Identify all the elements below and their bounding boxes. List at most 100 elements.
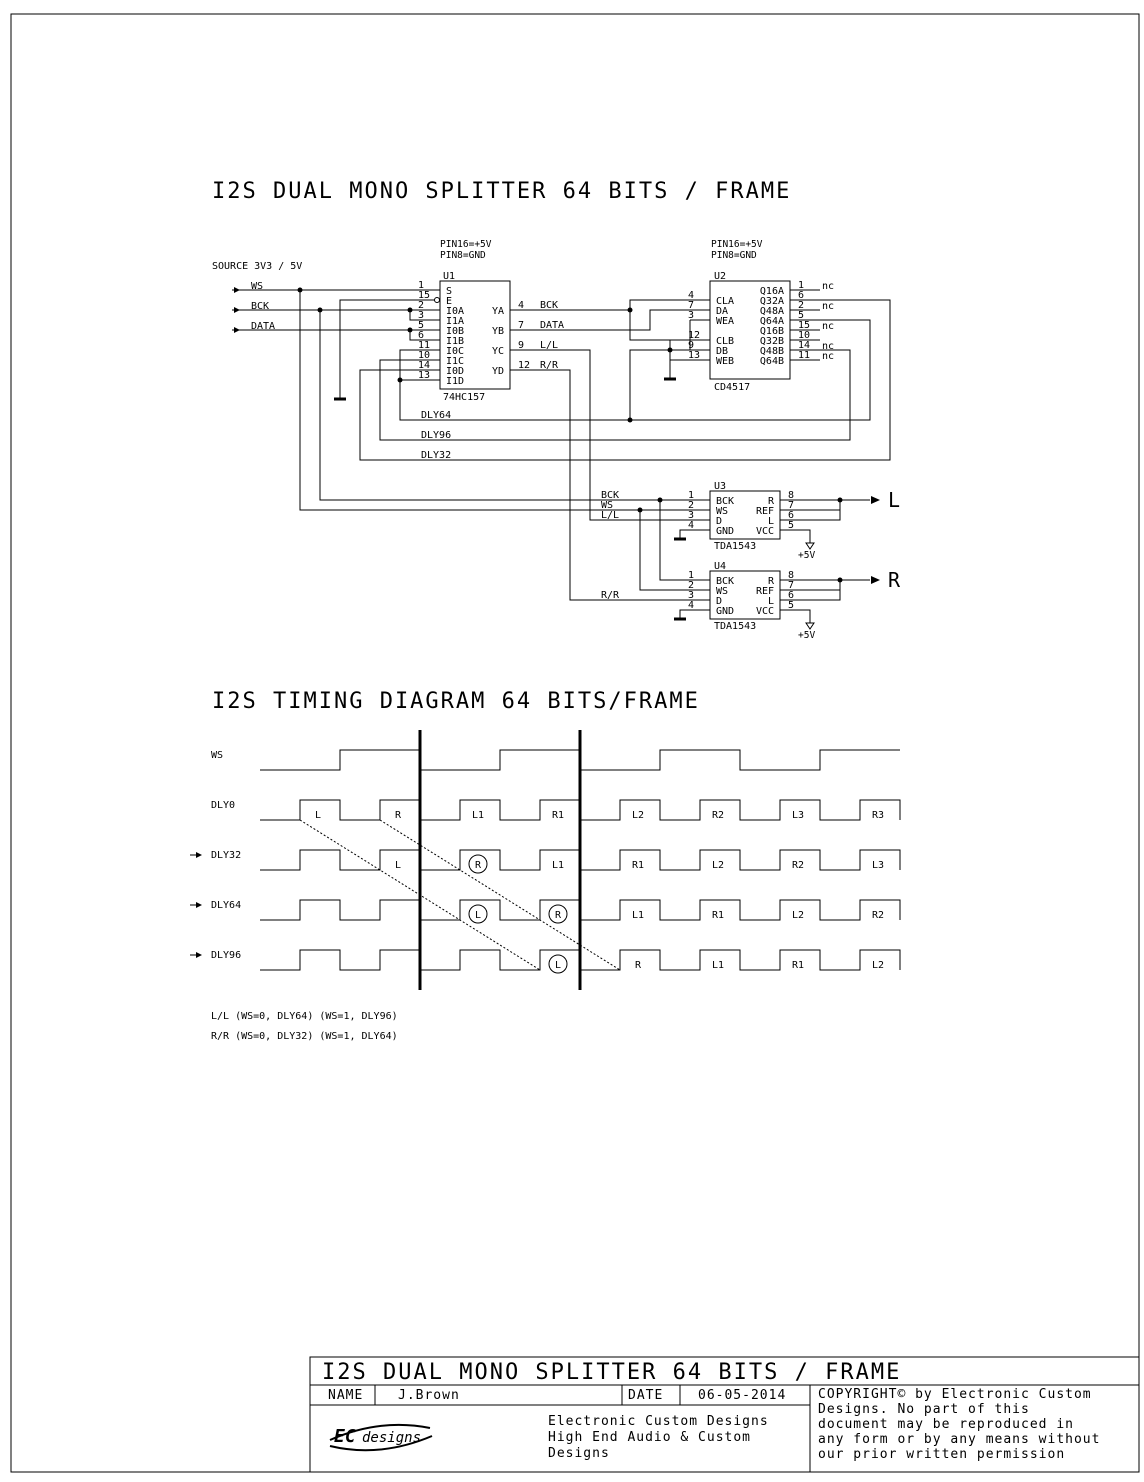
svg-text:U1: U1 <box>443 271 455 282</box>
pin-name: Q16A <box>760 286 784 297</box>
svg-text:PIN16=+5V: PIN16=+5V <box>440 239 492 250</box>
title-block-title: I2S DUAL MONO SPLITTER 64 BITS / FRAME <box>322 1360 901 1385</box>
pin-number: 3 <box>688 590 694 601</box>
schematic-title: I2S DUAL MONO SPLITTER 64 BITS / FRAME <box>212 179 791 204</box>
slot-label: L2 <box>712 860 724 871</box>
pin-number: 10 <box>418 350 430 361</box>
circled-marker <box>548 954 568 974</box>
slot-label: L1 <box>552 860 564 871</box>
pin-name: Q48A <box>760 306 784 317</box>
pin-number: 7 <box>788 500 794 511</box>
pin-name: R <box>768 576 775 587</box>
pin-name: VCC <box>756 526 774 537</box>
pin-number: 2 <box>688 580 694 591</box>
copyright-line-2: Designs. No part of this <box>818 1402 1030 1417</box>
propagation-line-r <box>379 819 621 971</box>
pin-name: S <box>446 286 452 297</box>
output-label-l: L <box>888 488 900 512</box>
slot-label: R <box>475 860 482 871</box>
date-value: 06-05-2014 <box>698 1388 786 1403</box>
pin-number: 8 <box>788 570 794 581</box>
slot-label: L2 <box>872 960 884 971</box>
row-arrow-head <box>196 852 202 858</box>
pin-name: I1C <box>446 356 464 367</box>
input-label-ws: WS <box>251 281 263 292</box>
pin-number: 8 <box>788 490 794 501</box>
dly-waveform <box>260 799 901 821</box>
pin-name: L <box>768 596 774 607</box>
circled-marker <box>548 904 568 924</box>
pin-number: 4 <box>518 300 524 311</box>
nc-label: nc <box>822 301 834 312</box>
pin-number: 6 <box>788 590 794 601</box>
slot-label: R1 <box>632 860 644 871</box>
pin-name: BCK <box>716 496 734 507</box>
net-label: R/R <box>540 360 559 371</box>
pin-number: 11 <box>798 350 810 361</box>
pin-name: Q64B <box>760 356 784 367</box>
svg-text:+5V: +5V <box>798 630 815 641</box>
pin-number: 4 <box>688 290 694 301</box>
dly-waveform <box>260 849 901 871</box>
pin-name: Q16B <box>760 326 784 337</box>
pin-name: Q64A <box>760 316 784 327</box>
pin-number: 13 <box>688 350 700 361</box>
slot-label: L <box>555 960 561 971</box>
pin-name: REF <box>756 586 774 597</box>
pin-number: 3 <box>688 510 694 521</box>
pin-name: I0D <box>446 366 464 377</box>
timing-note-rr: R/R (WS=0, DLY32) (WS=1, DLY64) <box>211 1031 398 1042</box>
svg-text:TDA1543: TDA1543 <box>714 621 756 632</box>
circled-marker <box>468 904 488 924</box>
pin-number: 15 <box>418 290 430 301</box>
timing-row-label: DLY32 <box>211 850 241 861</box>
svg-text:74HC157: 74HC157 <box>443 392 485 403</box>
pin-number: 3 <box>418 310 424 321</box>
pin-number: 9 <box>688 340 694 351</box>
slot-label: L2 <box>632 810 644 821</box>
pin-name: Q48B <box>760 346 784 357</box>
pin-number: 1 <box>688 490 694 501</box>
slot-label: L <box>315 810 321 821</box>
svg-text:U2: U2 <box>714 271 726 282</box>
slot-label: L <box>395 860 401 871</box>
pin-name: L <box>768 516 774 527</box>
u1-input-wiring: DLY64 DLY96 DLY32 <box>297 287 891 461</box>
pin-name: I0A <box>446 306 464 317</box>
pin-name: I1A <box>446 316 464 327</box>
pin-name: VCC <box>756 606 774 617</box>
pin-number: 6 <box>798 290 804 301</box>
pin-name: I1D <box>446 376 464 387</box>
input-label-bck: BCK <box>251 301 269 312</box>
dly-waveform <box>260 949 901 971</box>
svg-text:L/L: L/L <box>601 510 619 521</box>
pin-name: YA <box>492 306 504 317</box>
svg-text:designs: designs <box>362 1430 421 1446</box>
svg-text:PIN8=GND: PIN8=GND <box>711 250 757 261</box>
pin-number: 2 <box>688 500 694 511</box>
slot-label: R <box>395 810 402 821</box>
input-label-data: DATA <box>251 321 275 332</box>
pin-name: BCK <box>716 576 734 587</box>
svg-text:PIN8=GND: PIN8=GND <box>440 250 486 261</box>
timing-row-label: DLY96 <box>211 950 241 961</box>
slot-label: R2 <box>792 860 804 871</box>
timing-note-ll: L/L (WS=0, DLY64) (WS=1, DLY96) <box>211 1011 398 1022</box>
net-dly96: DLY96 <box>421 430 451 441</box>
pin-number: 6 <box>788 510 794 521</box>
row-arrow-head <box>196 952 202 958</box>
pin-name: CLA <box>716 296 734 307</box>
svg-text:WS: WS <box>601 500 613 511</box>
pin-number: 13 <box>418 370 430 381</box>
net-dly64: DLY64 <box>421 410 451 421</box>
pin-number: 4 <box>688 600 694 611</box>
pin-name: I0B <box>446 326 464 337</box>
pin-number: 14 <box>798 340 810 351</box>
timing-row-label: DLY0 <box>211 800 235 811</box>
pin-number: 4 <box>688 520 694 531</box>
pin-number: 3 <box>688 310 694 321</box>
pin-name: YB <box>492 326 504 337</box>
